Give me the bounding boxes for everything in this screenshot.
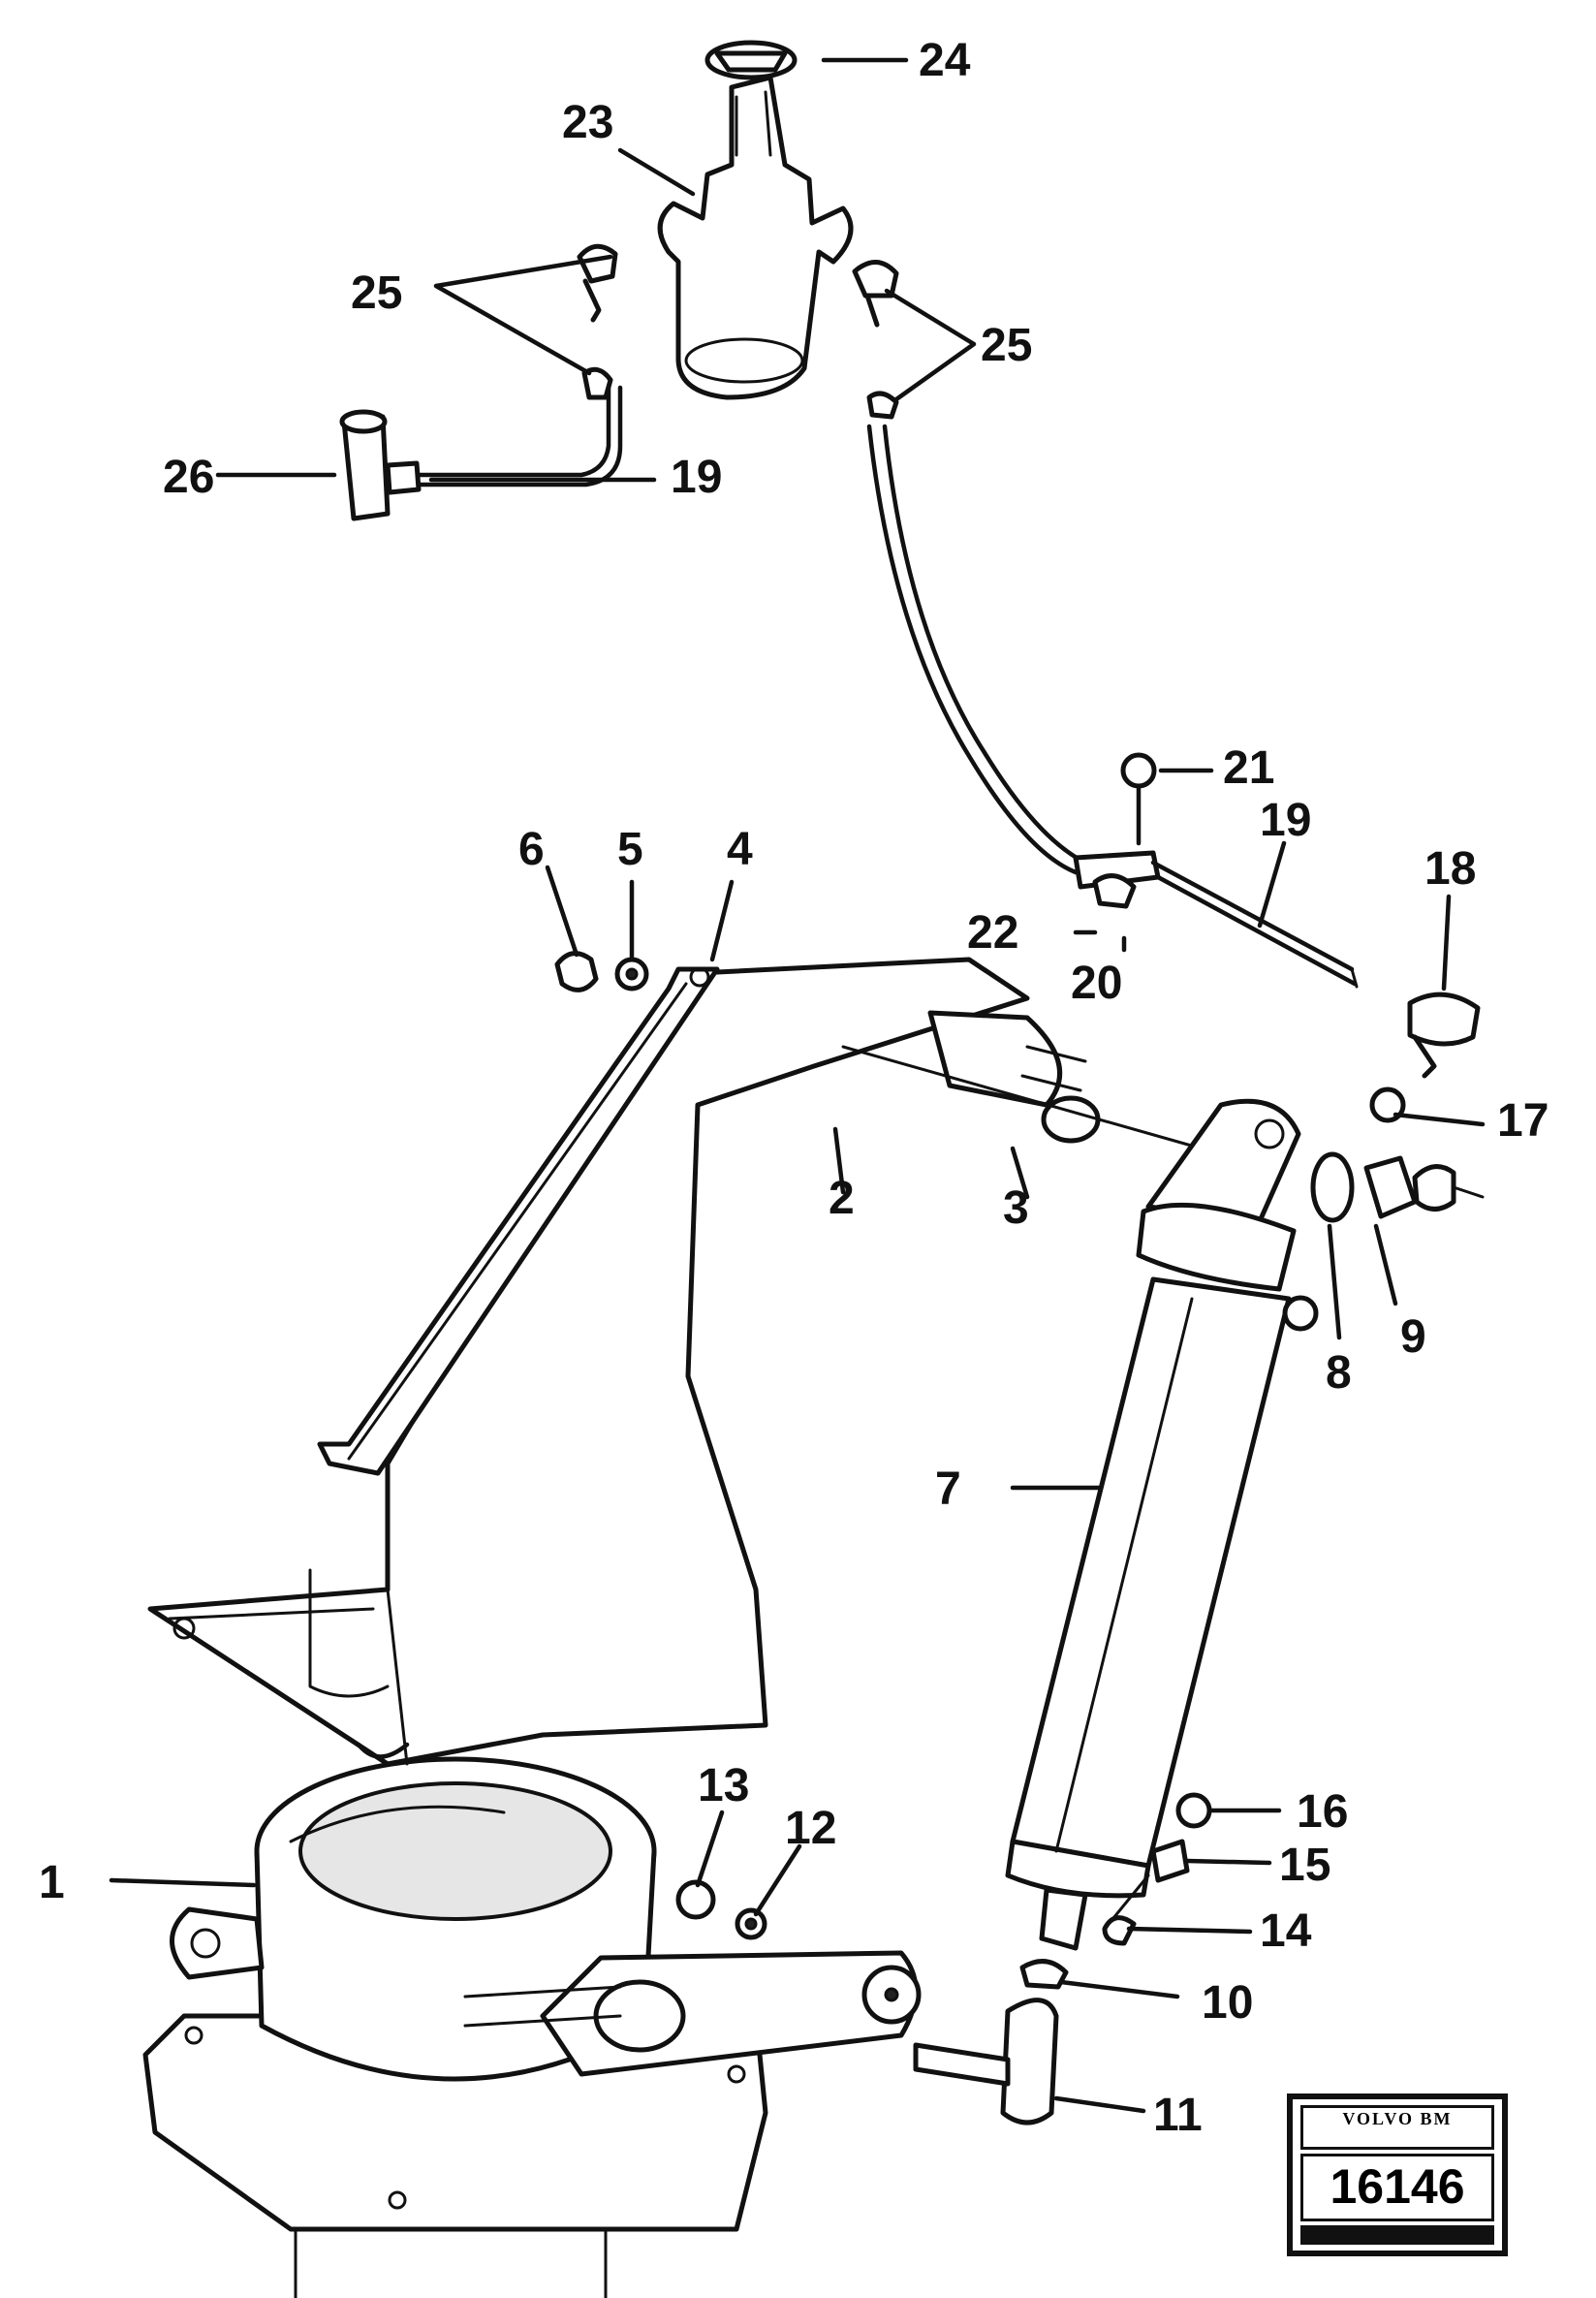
- fittings-8-9-17-18: [1310, 992, 1485, 1223]
- part-24-cap: [704, 40, 798, 80]
- callout-19-top: 19: [671, 452, 722, 503]
- stamp-number: 16146: [1300, 2154, 1494, 2221]
- callout-22: 22: [967, 907, 1018, 959]
- callout-2: 2: [829, 1173, 855, 1224]
- callout-5: 5: [617, 824, 643, 875]
- callout-18: 18: [1424, 843, 1476, 895]
- callout-25-left: 25: [351, 268, 402, 319]
- part-7-cylinder: [1005, 1098, 1319, 1951]
- part-19-hose-left: [416, 385, 623, 488]
- callout-14: 14: [1260, 1905, 1312, 1957]
- callout-10: 10: [1202, 1977, 1253, 2029]
- callout-20: 20: [1071, 958, 1122, 1009]
- stamp-footer-bar: [1300, 2225, 1494, 2245]
- callout-21: 21: [1223, 742, 1274, 794]
- callout-25-right: 25: [981, 320, 1032, 371]
- fasteners-14-15-16: [1102, 1792, 1212, 1946]
- callout-19-right: 19: [1260, 795, 1311, 846]
- callout-11: 11: [1153, 2090, 1203, 2141]
- part-19-hose-right: [866, 424, 1088, 875]
- part-2-bracket: [147, 957, 1030, 1767]
- callout-15: 15: [1279, 1840, 1330, 1891]
- callout-labels: 24 23 25 25 26 19 21 19 18 22 20 6 5 4 2…: [39, 35, 1549, 2141]
- part-3-pin: [841, 1010, 1204, 1150]
- callout-9: 9: [1400, 1311, 1426, 1363]
- callout-17: 17: [1497, 1095, 1549, 1147]
- callout-24: 24: [919, 35, 971, 86]
- reference-stamp: VOLVO BM 16146: [1287, 2093, 1508, 2256]
- callout-16: 16: [1297, 1786, 1348, 1838]
- part-12-13-nuts: [675, 1879, 767, 1940]
- part-4-strap: [317, 966, 720, 1476]
- callout-8: 8: [1326, 1347, 1352, 1399]
- part-5-6-fasteners: [554, 951, 649, 992]
- callout-12: 12: [785, 1803, 836, 1854]
- callout-4: 4: [727, 824, 753, 875]
- part-26-tee: [339, 409, 422, 521]
- callout-1: 1: [39, 1857, 65, 1908]
- callout-3: 3: [1003, 1182, 1029, 1234]
- pipe-assembly-19-20-21-22: [1073, 752, 1359, 989]
- callout-6: 6: [518, 824, 545, 875]
- part-25-fittings: [577, 243, 899, 420]
- callout-23: 23: [562, 97, 613, 148]
- callout-13: 13: [698, 1760, 749, 1811]
- lever-arm: [463, 1950, 922, 2077]
- part-23-valve: [657, 75, 854, 400]
- leader-lines: [109, 57, 1486, 2114]
- callout-7: 7: [935, 1464, 961, 1515]
- stamp-brand: VOLVO BM: [1300, 2105, 1494, 2150]
- callout-26: 26: [163, 452, 214, 503]
- parts-10-11-clevis: [913, 1959, 1069, 2125]
